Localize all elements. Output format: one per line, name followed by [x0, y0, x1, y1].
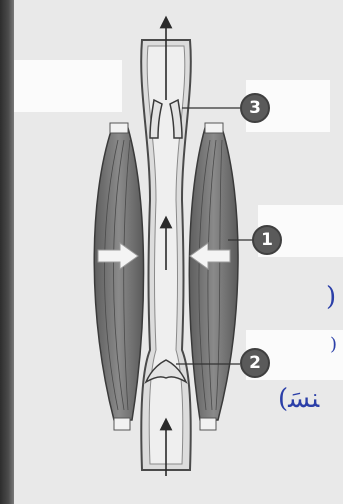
handwriting-top: )	[326, 284, 336, 310]
label-badge-3: 3	[240, 93, 270, 123]
answer-box-top-left	[14, 60, 122, 112]
handwriting-bottom: (ﻨﺴَ	[278, 386, 319, 412]
label-badge-2: 2	[240, 348, 270, 378]
label-badge-1: 1	[252, 225, 282, 255]
right-muscle	[189, 123, 238, 430]
handwriting-mid: )	[330, 336, 337, 354]
left-muscle	[94, 123, 143, 430]
